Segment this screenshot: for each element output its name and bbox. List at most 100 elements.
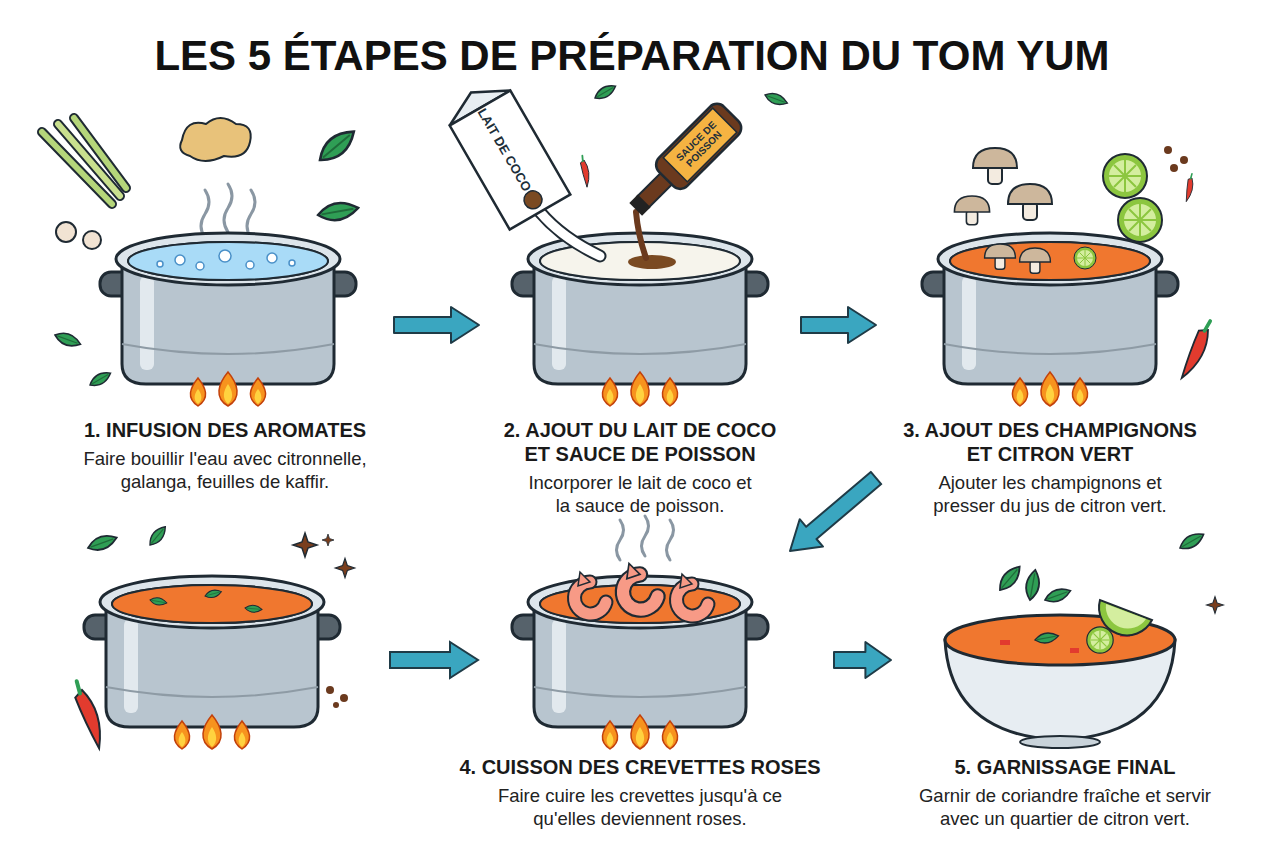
mushroom (1008, 184, 1052, 220)
star-anise (293, 533, 317, 557)
mushroom (1020, 248, 1051, 273)
sauce-bottle (622, 100, 746, 224)
step-heading: 3. AJOUT DES CHAMPIGNONS ET CITRON VERT (893, 418, 1208, 466)
pot (100, 233, 356, 406)
drawing-part (219, 250, 231, 262)
leaf (149, 597, 167, 607)
drawing-part (450, 91, 571, 230)
drawing-part (340, 694, 348, 702)
drawing-part (652, 100, 745, 193)
pot (922, 233, 1178, 406)
sauce-stream (636, 212, 646, 258)
drawing-part (267, 253, 277, 263)
coriander (995, 563, 1024, 595)
drawing-part (175, 255, 185, 265)
soup (950, 242, 1150, 280)
flow-arrow (790, 472, 881, 551)
lime (1087, 627, 1113, 653)
star-anise (335, 558, 354, 577)
fish-sauce-pool (628, 255, 676, 269)
basil-leaf (146, 524, 169, 549)
step-description: Incorporer le lait de coco et la sauce d… (523, 471, 758, 517)
drawing-part (642, 516, 649, 556)
drawing-part (1180, 156, 1188, 164)
soup (112, 585, 312, 623)
mushroom (985, 244, 1016, 269)
drawing-part (289, 260, 295, 266)
drawing-part (196, 262, 204, 270)
bowl-base (1020, 736, 1100, 748)
drawing-part (667, 520, 674, 560)
flow-arrow (390, 642, 478, 678)
pot (512, 233, 768, 406)
drawing-part (74, 118, 126, 188)
step-description: Ajouter les champignons et presser du ju… (920, 471, 1180, 517)
peppercorns (326, 686, 348, 708)
mushroom (973, 148, 1017, 184)
galangal (180, 118, 251, 161)
shrimp (575, 572, 606, 614)
step-heading: 2. AJOUT DU LAIT DE COCO ET SAUCE DE POI… (495, 418, 785, 466)
kaffir-leaf (314, 125, 360, 167)
drawing-part (1164, 146, 1172, 154)
drawing-part (246, 261, 254, 269)
drawing-part (617, 520, 624, 560)
chili (569, 156, 601, 188)
shallot-slice (83, 231, 101, 249)
shrimp (677, 574, 708, 616)
peppercorns (1164, 146, 1188, 172)
drawing-part (1000, 640, 1010, 645)
step-heading: 1. INFUSION DES AROMATES (60, 418, 390, 442)
step-block: 3. AJOUT DES CHAMPIGNONS ET CITRON VERT A… (880, 128, 1220, 517)
drawing-part (157, 261, 163, 267)
milk-stream (540, 212, 600, 256)
milk-carton (441, 75, 571, 230)
drawing-part (326, 686, 334, 694)
leaf (245, 605, 263, 613)
drawing-part (1070, 648, 1079, 653)
leaf (1177, 530, 1206, 553)
drawing-part (663, 108, 737, 182)
step-description: Garnir de coriandre fraîche et servir av… (905, 784, 1225, 830)
step-block: 5. GARNISSAGE FINAL Garnir de coriandre f… (895, 555, 1235, 830)
drawing-part (224, 184, 232, 232)
flow-arrow (834, 642, 891, 678)
chili (53, 681, 122, 748)
basil-leaf (86, 532, 119, 554)
shrimp (623, 563, 658, 609)
flow-arrow (801, 307, 876, 343)
drawing-part (333, 702, 339, 708)
leaf (593, 82, 619, 102)
leaf (53, 330, 82, 350)
shallot-slice (56, 222, 76, 242)
step-heading: 5. GARNISSAGE FINAL (895, 755, 1235, 779)
drawing-part (74, 118, 126, 188)
steam (617, 516, 674, 560)
flow-arrow (394, 307, 479, 343)
drawing-part (1170, 164, 1178, 172)
chili (1176, 174, 1203, 202)
leaf (88, 369, 114, 389)
leaf (204, 588, 222, 599)
lime-wedge (1106, 604, 1146, 629)
star-anise (322, 534, 334, 546)
step-description: Faire bouillir l'eau avec citronnelle, g… (60, 447, 390, 493)
coriander (1043, 585, 1072, 605)
diagram-title: LES 5 ÉTAPES DE PRÉPARATION DU TOM YUM (0, 32, 1264, 80)
step-description: Faire cuire les crevettes jusqu'à ce qu'… (480, 784, 800, 830)
step-block: 1. INFUSION DES AROMATES Faire bouillir l… (60, 128, 390, 493)
leaf (763, 90, 789, 107)
milk-stream (540, 212, 600, 256)
coriander (1024, 569, 1042, 601)
lime (1103, 154, 1147, 198)
mushroom (954, 196, 989, 225)
bubbles (157, 250, 295, 270)
drawing-part (201, 190, 209, 238)
water (128, 242, 328, 280)
drawing-part (629, 194, 650, 215)
sparkle (1207, 597, 1224, 614)
lime (1118, 198, 1162, 242)
kaffir-leaf (317, 200, 360, 224)
lemongrass (42, 118, 126, 204)
